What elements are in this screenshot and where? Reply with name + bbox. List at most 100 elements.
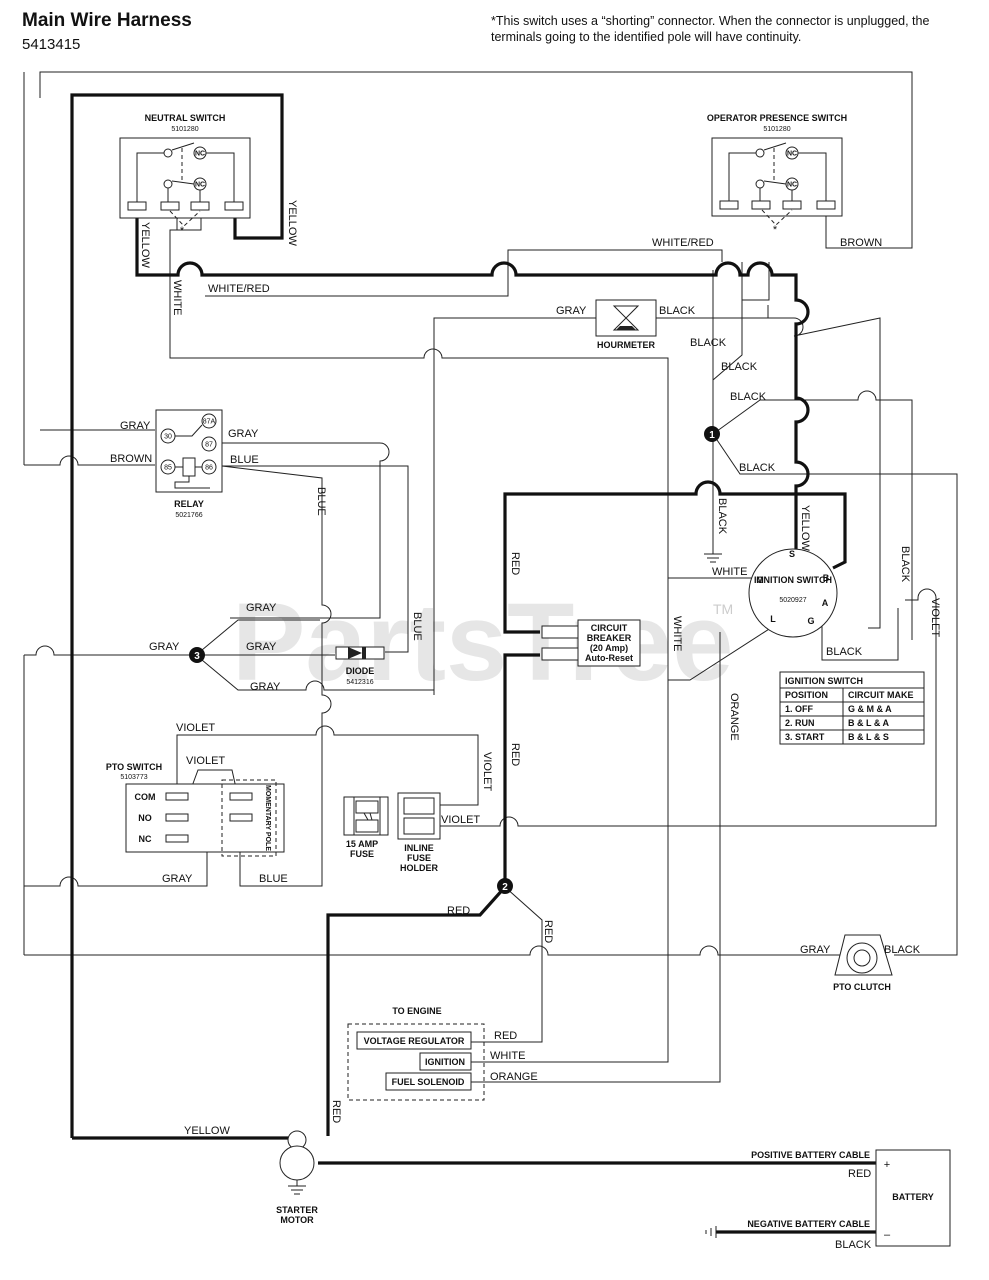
diode: DIODE 5412316: [335, 646, 385, 686]
svg-text:IGNITION SWITCH: IGNITION SWITCH: [785, 676, 863, 686]
svg-text:NO: NO: [138, 813, 152, 823]
svg-text:RED: RED: [509, 552, 521, 575]
svg-text:ORANGE: ORANGE: [728, 693, 740, 741]
terminal: [190, 201, 210, 211]
svg-text:G: G: [807, 616, 814, 626]
ignition-switch-table: IGNITION SWITCH POSITION CIRCUIT MAKE 1.…: [779, 671, 925, 745]
svg-text:B & L & A: B & L & A: [848, 718, 890, 728]
terminal: [751, 200, 771, 210]
svg-text:87: 87: [205, 442, 213, 449]
svg-text:1: 1: [709, 430, 715, 441]
svg-text:BLUE: BLUE: [315, 487, 327, 516]
svg-text:STARTER: STARTER: [276, 1205, 318, 1215]
svg-text:5020927: 5020927: [779, 597, 806, 604]
svg-text:NC: NC: [195, 182, 205, 189]
svg-text:PTO SWITCH: PTO SWITCH: [106, 762, 162, 772]
operator-presence-switch: OPERATOR PRESENCE SWITCH 5101280 NC NC *: [707, 113, 847, 236]
svg-text:BLUE: BLUE: [259, 873, 288, 885]
svg-text:WHITE/RED: WHITE/RED: [652, 237, 714, 249]
svg-text:HOLDER: HOLDER: [400, 863, 439, 873]
svg-text:FUSE: FUSE: [350, 849, 374, 859]
svg-text:OPERATOR PRESENCE SWITCH: OPERATOR PRESENCE SWITCH: [707, 113, 847, 123]
svg-text:85: 85: [164, 465, 172, 472]
svg-text:5101280: 5101280: [763, 126, 790, 133]
splice-3: 3: [189, 647, 205, 663]
svg-text:FUSE: FUSE: [407, 853, 431, 863]
pto-clutch: PTO CLUTCH: [833, 934, 893, 992]
svg-text:IGNITION: IGNITION: [425, 1057, 465, 1067]
splice-1: 1: [704, 426, 720, 442]
svg-text:GRAY: GRAY: [120, 420, 151, 432]
svg-text:GRAY: GRAY: [556, 305, 587, 317]
svg-text:VIOLET: VIOLET: [186, 755, 225, 767]
svg-text:15 AMP: 15 AMP: [346, 839, 378, 849]
circuit-breaker: CIRCUIT BREAKER (20 Amp) Auto-Reset: [541, 619, 641, 667]
terminal: [782, 200, 802, 210]
shorting-note: *This switch uses a “shorting” connector…: [491, 14, 930, 44]
svg-text:BLACK: BLACK: [739, 462, 776, 474]
svg-text:+: +: [884, 1159, 890, 1171]
hourmeter: HOURMETER: [595, 299, 657, 350]
svg-text:COM: COM: [135, 792, 156, 802]
svg-text:BLACK: BLACK: [899, 546, 911, 583]
svg-text:MOTOR: MOTOR: [280, 1215, 314, 1225]
relay: 30 87A 87 85 86 RELAY 5021766: [155, 409, 223, 519]
svg-text:L: L: [770, 614, 776, 624]
svg-text:BLACK: BLACK: [690, 337, 727, 349]
svg-text:5101280: 5101280: [171, 126, 198, 133]
svg-text:MOMENTARY POLE: MOMENTARY POLE: [264, 785, 271, 851]
svg-text:BLACK: BLACK: [721, 361, 758, 373]
pto-switch: PTO SWITCH 5103773 COM NO NC MOMENTARY P…: [106, 762, 285, 857]
svg-text:GRAY: GRAY: [162, 873, 193, 885]
svg-text:NC: NC: [139, 834, 152, 844]
svg-text:GRAY: GRAY: [800, 944, 831, 956]
watermark: PartsTree: [232, 581, 733, 704]
svg-text:30: 30: [164, 434, 172, 441]
svg-text:TO ENGINE: TO ENGINE: [392, 1006, 441, 1016]
svg-text:RED: RED: [509, 743, 521, 766]
svg-text:CIRCUIT: CIRCUIT: [591, 623, 628, 633]
positive-cable-label: POSITIVE BATTERY CABLE: [751, 1150, 870, 1160]
svg-text:GRAY: GRAY: [228, 428, 259, 440]
shorting-star: *: [773, 224, 778, 236]
svg-text:3. START: 3. START: [785, 732, 825, 742]
svg-text:GRAY: GRAY: [149, 641, 180, 653]
svg-text:RED: RED: [447, 905, 470, 917]
svg-text:WHITE: WHITE: [171, 280, 183, 315]
svg-text:VIOLET: VIOLET: [481, 752, 493, 791]
svg-text:WHITE: WHITE: [490, 1050, 525, 1062]
terminal: [224, 201, 244, 211]
svg-text:RED: RED: [494, 1030, 517, 1042]
svg-text:1. OFF: 1. OFF: [785, 704, 814, 714]
svg-text:BROWN: BROWN: [110, 453, 152, 465]
terminal: [816, 200, 836, 210]
svg-text:B & L & S: B & L & S: [848, 732, 889, 742]
svg-text:VIOLET: VIOLET: [441, 814, 480, 826]
svg-text:NC: NC: [787, 182, 797, 189]
svg-text:3: 3: [194, 651, 200, 662]
svg-text:VIOLET: VIOLET: [929, 598, 941, 637]
page-title: Main Wire Harness: [22, 10, 192, 31]
svg-text:YELLOW: YELLOW: [286, 200, 298, 246]
svg-text:BLUE: BLUE: [230, 454, 259, 466]
terminal: [719, 200, 739, 210]
svg-text:GRAY: GRAY: [246, 602, 277, 614]
wire-labels: YELLOW YELLOW WHITE WHITE/RED WHITE/RED …: [110, 200, 941, 1251]
svg-text:RED: RED: [330, 1100, 342, 1123]
negative-cable-label: NEGATIVE BATTERY CABLE: [747, 1219, 870, 1229]
inline-fuse-holder: INLINE FUSE HOLDER: [397, 792, 441, 873]
svg-text:POSITION: POSITION: [785, 690, 828, 700]
svg-text:NC: NC: [195, 151, 205, 158]
neutral-switch: NEUTRAL SWITCH 5101280 NC NC *: [119, 113, 251, 237]
engine-connections: TO ENGINE VOLTAGE REGULATOR IGNITION FUE…: [347, 1006, 485, 1101]
svg-text:BLACK: BLACK: [835, 1239, 872, 1251]
svg-text:NC: NC: [787, 151, 797, 158]
svg-text:HOURMETER: HOURMETER: [597, 340, 655, 350]
svg-text:WHITE/RED: WHITE/RED: [208, 283, 270, 295]
svg-text:BLACK: BLACK: [730, 391, 767, 403]
svg-text:2: 2: [502, 882, 508, 893]
thick-wires: [70, 93, 876, 1234]
svg-text:GRAY: GRAY: [246, 641, 277, 653]
svg-text:YELLOW: YELLOW: [139, 222, 151, 268]
